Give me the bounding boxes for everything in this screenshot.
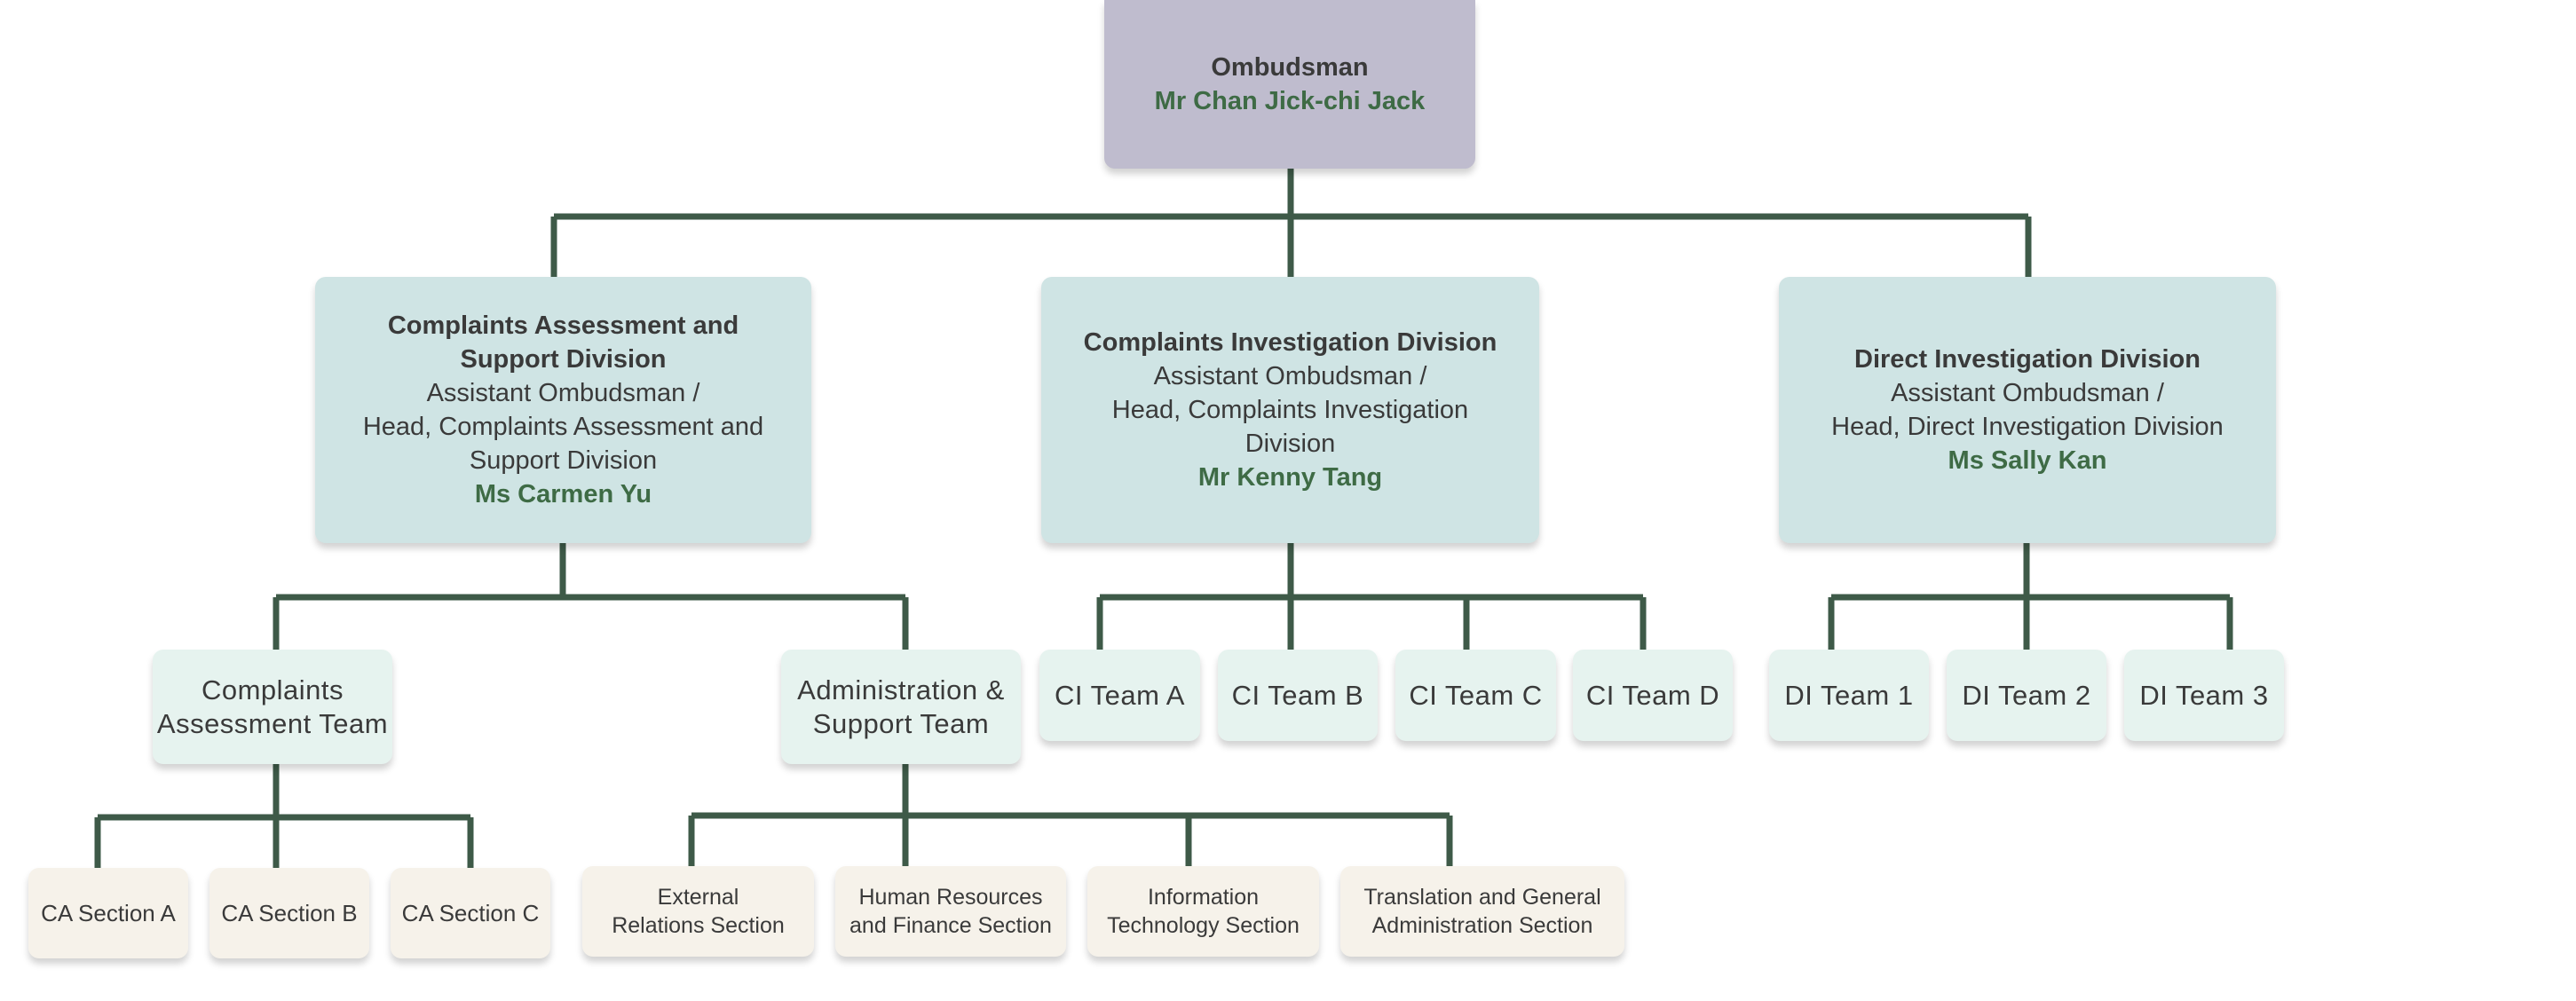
section-label: CA Section A bbox=[41, 900, 176, 926]
team-box-ci-b: CI Team B bbox=[1218, 650, 1378, 741]
division-role: Assistant Ombudsman / Head, Direct Inves… bbox=[1831, 379, 2224, 441]
team-box-di-3: DI Team 3 bbox=[2124, 650, 2284, 741]
division-box-complaints-investigation: Complaints Investigation Division Assist… bbox=[1041, 277, 1539, 543]
team-label: DI Team 1 bbox=[1784, 679, 1914, 711]
section-box-hr-finance: Human Resources and Finance Section bbox=[835, 866, 1066, 957]
division-box-direct-investigation: Direct Investigation Division Assistant … bbox=[1779, 277, 2276, 543]
team-label: CI Team D bbox=[1585, 679, 1720, 711]
team-box-administration-support: Administration & Support Team bbox=[781, 650, 1021, 764]
section-box-external-relations: External Relations Section bbox=[582, 866, 814, 957]
section-label: Human Resources and Finance Section bbox=[849, 885, 1052, 938]
team-label: Administration & Support Team bbox=[797, 674, 1005, 739]
team-label: CI Team C bbox=[1409, 679, 1543, 711]
section-box-ca-a: CA Section A bbox=[28, 868, 188, 958]
team-label: DI Team 3 bbox=[2139, 679, 2269, 711]
ombudsman-box: Ombudsman Mr Chan Jick-chi Jack bbox=[1104, 0, 1475, 169]
connector-casd-teams bbox=[273, 543, 909, 650]
section-label: Translation and General Administration S… bbox=[1363, 885, 1601, 938]
team-box-ci-a: CI Team A bbox=[1039, 650, 1200, 741]
team-box-complaints-assessment: Complaints Assessment Team bbox=[153, 650, 392, 764]
section-box-translation-general-admin: Translation and General Administration S… bbox=[1340, 866, 1624, 957]
division-title: Complaints Assessment and Support Divisi… bbox=[387, 311, 739, 374]
section-box-ca-c: CA Section C bbox=[391, 868, 550, 958]
section-label: Information Technology Section bbox=[1107, 885, 1300, 938]
team-box-di-1: DI Team 1 bbox=[1769, 650, 1929, 741]
connector-ombudsman-divisions bbox=[550, 169, 2032, 277]
team-label: CI Team B bbox=[1231, 679, 1364, 711]
section-label: CA Section C bbox=[401, 900, 540, 926]
team-label: DI Team 2 bbox=[1962, 679, 2091, 711]
team-label: CI Team A bbox=[1055, 679, 1185, 711]
team-label: Complaints Assessment Team bbox=[156, 674, 389, 739]
team-box-di-2: DI Team 2 bbox=[1947, 650, 2106, 741]
section-label: CA Section B bbox=[221, 900, 358, 926]
connector-cid-teams bbox=[1096, 543, 1647, 650]
division-head-name: Ms Sally Kan bbox=[1948, 446, 2107, 475]
division-role: Assistant Ombudsman / Head, Complaints A… bbox=[362, 379, 764, 475]
ombudsman-name: Mr Chan Jick-chi Jack bbox=[1154, 87, 1426, 115]
division-box-complaints-assessment-support: Complaints Assessment and Support Divisi… bbox=[315, 277, 811, 543]
division-title: Complaints Investigation Division bbox=[1083, 328, 1497, 357]
division-role: Assistant Ombudsman / Head, Complaints I… bbox=[1111, 362, 1469, 458]
division-head-name: Mr Kenny Tang bbox=[1197, 463, 1383, 492]
division-title: Direct Investigation Division bbox=[1854, 345, 2201, 374]
connector-ast-sections bbox=[688, 764, 1453, 866]
connector-did-teams bbox=[1828, 543, 2233, 650]
section-label: External Relations Section bbox=[612, 885, 785, 938]
section-box-ca-b: CA Section B bbox=[209, 868, 369, 958]
team-box-ci-c: CI Team C bbox=[1395, 650, 1556, 741]
ombudsman-title: Ombudsman bbox=[1211, 53, 1369, 82]
team-box-ci-d: CI Team D bbox=[1573, 650, 1733, 741]
connector-cat-sections bbox=[94, 764, 474, 868]
division-head-name: Ms Carmen Yu bbox=[474, 480, 652, 508]
section-box-information-technology: Information Technology Section bbox=[1087, 866, 1319, 957]
